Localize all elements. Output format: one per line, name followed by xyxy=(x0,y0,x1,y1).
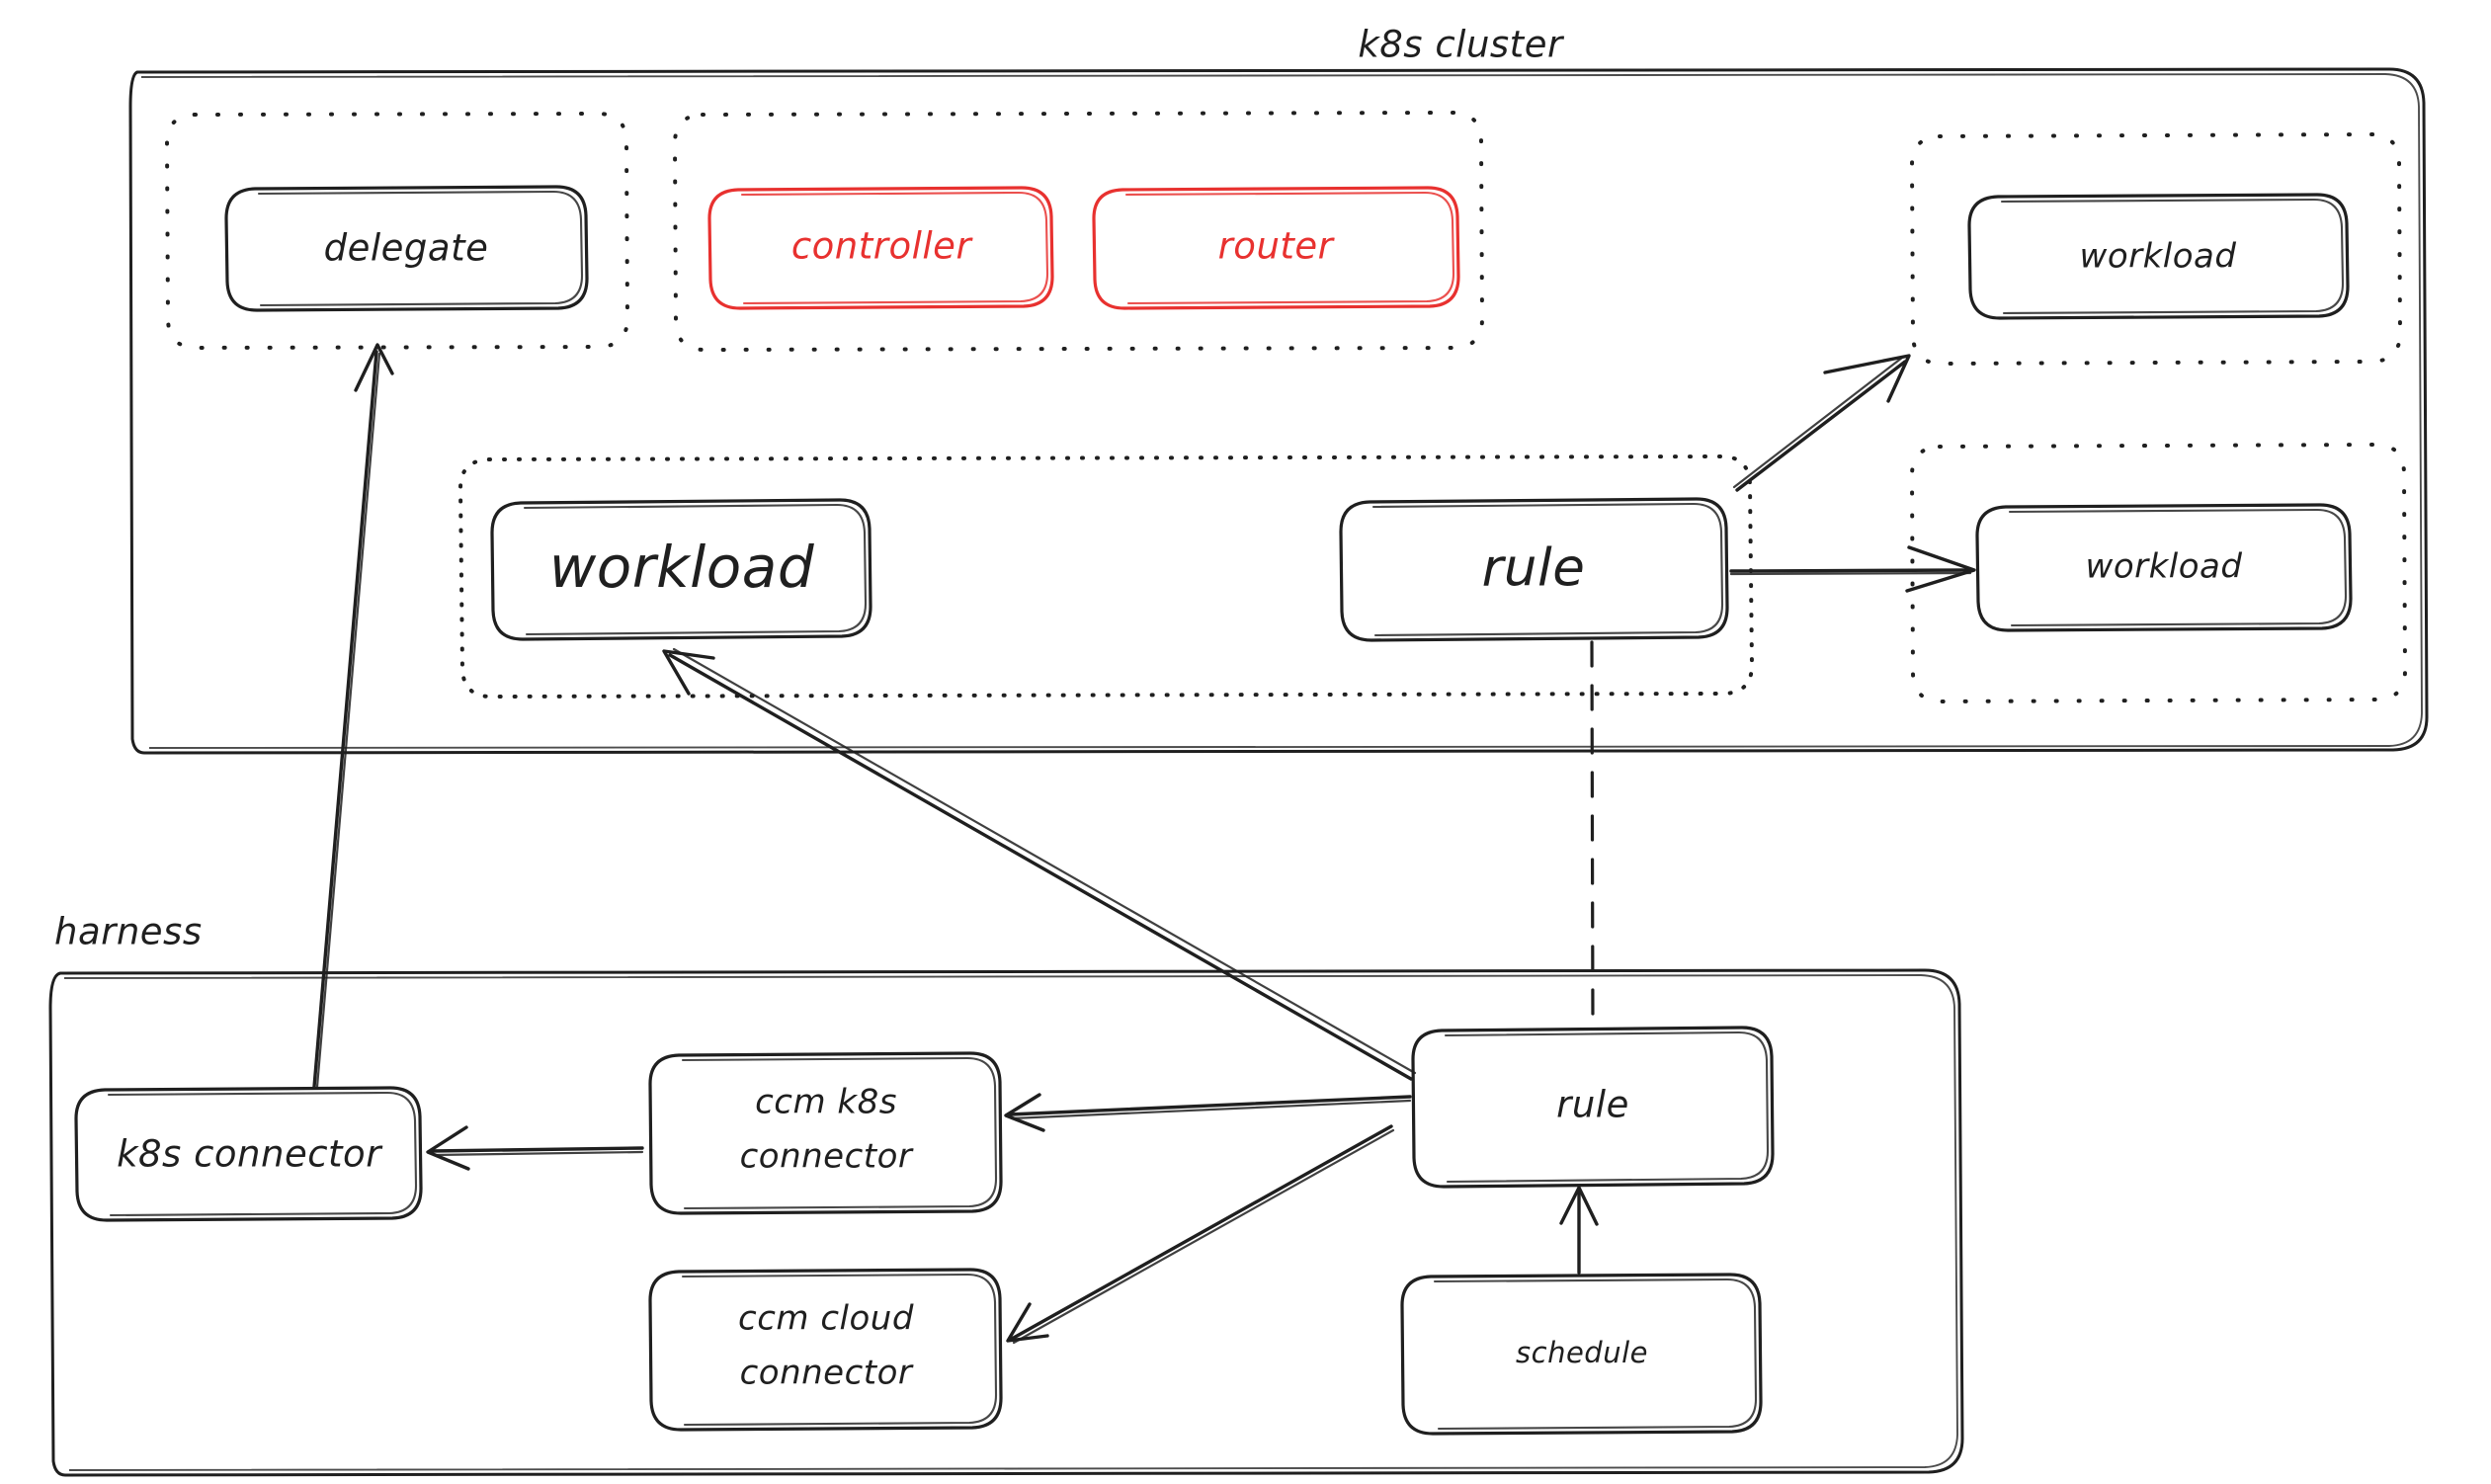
rule-group xyxy=(457,453,1755,700)
node-delegate-label: delegate xyxy=(324,227,489,270)
harness-title: harness xyxy=(54,911,203,953)
node-workload-center-label: workload xyxy=(549,534,815,601)
node-k8s-connector-label: k8s connector xyxy=(117,1133,383,1176)
k8s-cluster-zone xyxy=(128,67,2429,755)
node-ccm-cloud-connector-label-line2: connector xyxy=(740,1354,914,1393)
node-workload-center[interactable]: workload xyxy=(490,498,872,641)
edge-schedule-to-rule-harness xyxy=(1559,1186,1599,1275)
node-workload-top-right[interactable]: workload xyxy=(1967,193,2350,320)
edge-rule-cluster-to-workload-bottom-right xyxy=(1729,545,1976,593)
node-router-label: router xyxy=(1218,225,1336,268)
node-schedule-label: schedule xyxy=(1516,1336,1648,1369)
node-rule-harness-label: rule xyxy=(1556,1084,1629,1126)
node-rule-cluster[interactable]: rule xyxy=(1339,497,1729,642)
edge-rule-cluster-to-rule-harness xyxy=(1590,640,1595,1030)
node-rule-harness[interactable]: rule xyxy=(1411,1026,1775,1189)
node-workload-bottom-right[interactable]: workload xyxy=(1975,503,2353,632)
delegate-group xyxy=(164,111,630,351)
node-k8s-connector[interactable]: k8s connector xyxy=(74,1086,423,1222)
node-controller-label: controller xyxy=(791,225,974,268)
node-ccm-k8s-connector[interactable]: ccm k8s connector xyxy=(648,1051,1003,1215)
node-workload-top-right-label: workload xyxy=(2080,237,2237,277)
node-ccm-cloud-connector[interactable]: ccm cloud connector xyxy=(648,1268,1003,1432)
node-schedule[interactable]: schedule xyxy=(1400,1273,1763,1436)
node-rule-cluster-label: rule xyxy=(1482,538,1586,599)
edge-k8sconnector-to-delegate xyxy=(312,343,394,1089)
edge-rule-cluster-to-workload-top-right xyxy=(1732,354,1911,492)
node-router[interactable]: router xyxy=(1092,186,1460,310)
edge-ccm-k8s-connector-to-k8s-connector xyxy=(426,1125,644,1171)
harness-zone xyxy=(48,968,1964,1477)
node-ccm-cloud-connector-label-line1: ccm cloud xyxy=(738,1299,914,1339)
node-ccm-k8s-connector-label-line1: ccm k8s xyxy=(755,1083,897,1122)
k8s-cluster-title: k8s cluster xyxy=(1358,24,1565,66)
node-ccm-k8s-connector-label-line2: connector xyxy=(740,1137,914,1177)
node-delegate[interactable]: delegate xyxy=(224,185,589,312)
edge-rule-harness-to-ccm-cloud-connector xyxy=(1006,1124,1395,1345)
node-controller[interactable]: controller xyxy=(707,186,1054,310)
edge-rule-harness-to-workload-center xyxy=(662,647,1417,1081)
node-workload-bottom-right-label: workload xyxy=(2086,547,2243,587)
edge-rule-harness-to-ccm-k8s-connector xyxy=(1004,1093,1412,1132)
